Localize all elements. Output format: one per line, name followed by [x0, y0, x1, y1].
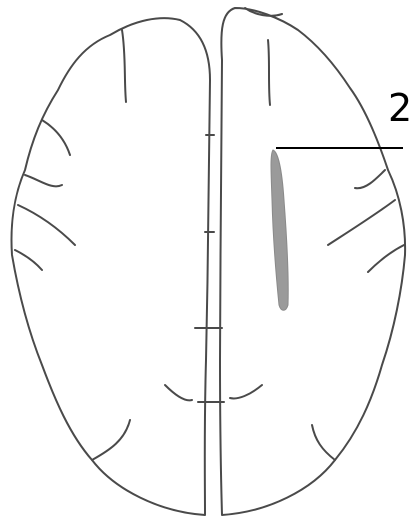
- right-sulcus: [355, 170, 385, 188]
- left-sulcus: [92, 420, 130, 460]
- left-sulcus: [15, 250, 42, 270]
- left-hemisphere-outline: [12, 18, 210, 515]
- right-sulcus: [312, 425, 335, 460]
- right-sulcus: [368, 245, 404, 272]
- callout-label: 2: [388, 89, 412, 127]
- left-sulcus: [25, 175, 62, 186]
- right-sulcus: [328, 200, 395, 245]
- lesion-marker: [271, 150, 288, 310]
- right-sulcus: [268, 40, 270, 105]
- left-sulcus: [165, 385, 192, 400]
- left-sulcus: [122, 30, 126, 102]
- left-sulcus: [18, 205, 75, 245]
- right-sulcus: [230, 385, 262, 398]
- left-sulcus: [42, 120, 70, 155]
- right-hemisphere-outline: [220, 8, 405, 515]
